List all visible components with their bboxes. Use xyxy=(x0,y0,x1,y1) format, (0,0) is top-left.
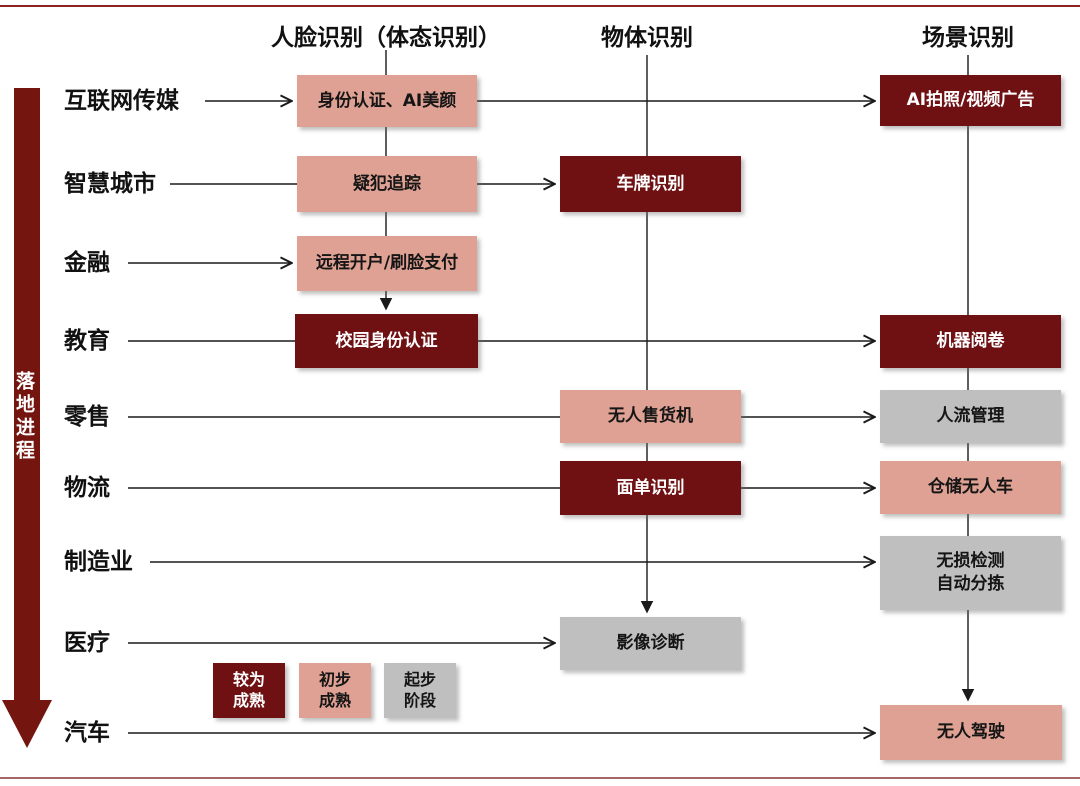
legend-mature: 较为 成熟 xyxy=(213,663,285,718)
top-rule xyxy=(0,5,1080,7)
row-label-automotive: 汽车 xyxy=(64,720,110,746)
column-header-face-recognition: 人脸识别（体态识别） xyxy=(271,25,501,51)
node-machine-grading: 机器阅卷 xyxy=(880,315,1061,368)
row-label-education: 教育 xyxy=(64,328,110,354)
row-label-smart-city: 智慧城市 xyxy=(64,171,156,197)
row-label-finance: 金融 xyxy=(64,250,110,276)
legend-early-mature: 初步 成熟 xyxy=(299,663,371,718)
bottom-rule xyxy=(0,777,1080,779)
column-header-object-recognition: 物体识别 xyxy=(601,25,693,51)
row-label-internet-media: 互联网传媒 xyxy=(64,88,179,114)
row-label-healthcare: 医疗 xyxy=(64,630,110,656)
node-suspect-tracking: 疑犯追踪 xyxy=(297,156,477,212)
column-header-scene-recognition: 场景识别 xyxy=(922,25,1014,51)
progress-axis-label: 落地进程 xyxy=(13,371,35,463)
row-label-logistics: 物流 xyxy=(64,475,110,501)
node-foot-traffic-management: 人流管理 xyxy=(880,390,1061,443)
legend-starting: 起步 阶段 xyxy=(384,663,456,718)
node-imaging-diagnosis: 影像诊断 xyxy=(560,617,741,670)
row-label-retail: 零售 xyxy=(64,404,110,430)
node-ndt-auto-sorting: 无损检测 自动分拣 xyxy=(880,536,1061,610)
node-unmanned-vending: 无人售货机 xyxy=(560,390,741,443)
node-ai-photo-video-ads: AI拍照/视频广告 xyxy=(880,75,1061,126)
node-license-plate-recognition: 车牌识别 xyxy=(560,156,741,212)
node-remote-account-face-pay: 远程开户/刷脸支付 xyxy=(297,236,477,291)
node-autonomous-driving: 无人驾驶 xyxy=(880,705,1062,760)
node-warehouse-agv: 仓储无人车 xyxy=(880,461,1061,514)
node-waybill-recognition: 面单识别 xyxy=(560,461,741,515)
node-campus-identity-auth: 校园身份认证 xyxy=(295,314,478,368)
row-label-manufacturing: 制造业 xyxy=(64,549,133,575)
progress-axis-arrow xyxy=(2,88,52,748)
node-identity-auth-ai-beauty: 身份认证、AI美颜 xyxy=(297,75,477,127)
